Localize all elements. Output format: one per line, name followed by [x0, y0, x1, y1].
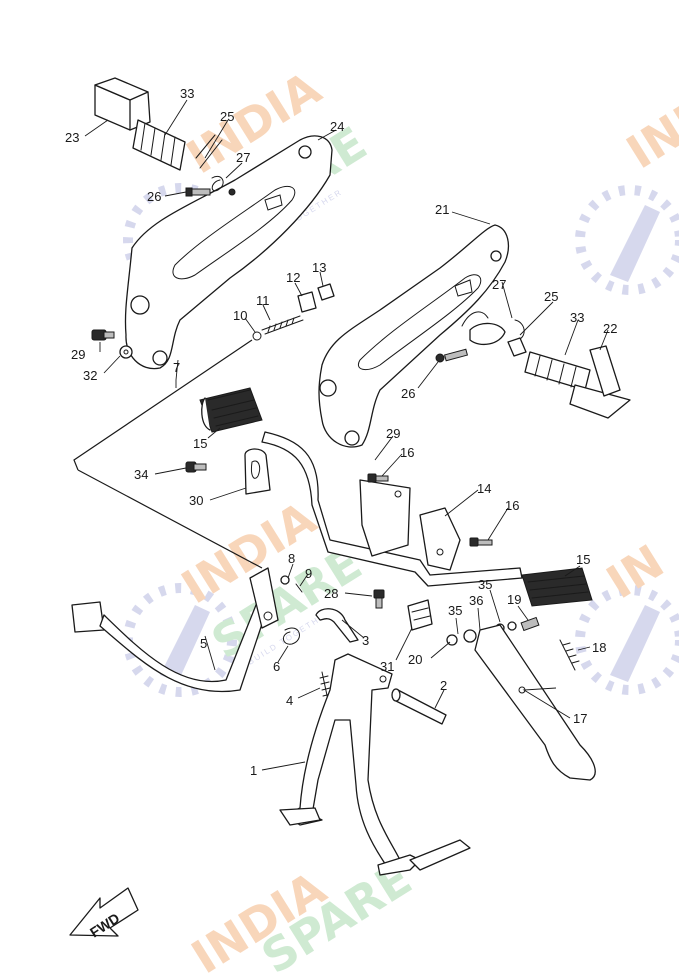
callout-27-left: 27 [236, 150, 250, 165]
center-stand [279, 653, 471, 876]
callout-17: 17 [573, 711, 587, 726]
callout-19: 19 [507, 592, 521, 607]
pedal-spring [283, 627, 300, 645]
forward-arrow-icon [69, 887, 139, 937]
callout-26-right: 26 [401, 386, 415, 401]
left-footpeg [199, 387, 263, 433]
brake-rod [73, 339, 263, 569]
svg-text:INDIA: INDIA [617, 56, 679, 180]
right-footpeg [521, 567, 593, 607]
callout-13: 13 [312, 260, 326, 275]
callout-5: 5 [200, 636, 207, 651]
watermark-logo-right: INDIA [575, 56, 679, 295]
main-frame-pipe [261, 431, 523, 587]
callout-12: 12 [286, 270, 300, 285]
right-footpeg-rubber [524, 345, 631, 419]
callout-6: 6 [273, 659, 280, 674]
callout-25-right: 25 [544, 289, 558, 304]
callout-16-lower: 16 [505, 498, 519, 513]
callout-numbers: 1 2 3 4 5 6 7 8 9 10 11 12 13 14 15 15 1… [65, 86, 617, 778]
left-footpeg-rubber [94, 77, 186, 171]
callout-21: 21 [435, 202, 449, 217]
callout-25-left: 25 [220, 109, 234, 124]
left-footrest-bracket [124, 135, 333, 370]
bracket-bolt [91, 329, 133, 359]
callout-22: 22 [603, 321, 617, 336]
callout-31: 31 [380, 659, 394, 674]
callout-4: 4 [286, 693, 293, 708]
callout-20: 20 [408, 652, 422, 667]
callout-1: 1 [250, 763, 257, 778]
brake-rod-fitting [252, 283, 335, 341]
callout-11: 11 [256, 293, 270, 308]
callout-14: 14 [477, 481, 491, 496]
callout-36: 36 [469, 593, 483, 608]
callout-28: 28 [324, 586, 338, 601]
callout-16-upper: 16 [400, 445, 414, 460]
callout-33-right: 33 [570, 310, 584, 325]
leader-lines [84, 99, 609, 771]
callout-24: 24 [330, 119, 344, 134]
callout-7: 7 [173, 360, 180, 375]
callout-34: 34 [134, 467, 148, 482]
callout-35-right: 35 [478, 577, 492, 592]
callout-10: 10 [233, 308, 247, 323]
right-footrest-bracket [318, 224, 509, 448]
callout-26-left: 26 [147, 189, 161, 204]
callout-8: 8 [288, 551, 295, 566]
callout-33-left: 33 [180, 86, 194, 101]
washers [446, 616, 540, 646]
brake-pedal [71, 567, 279, 693]
callout-2: 2 [440, 678, 447, 693]
right-peg-pin [435, 311, 527, 363]
callout-18: 18 [592, 640, 606, 655]
callout-15-left: 15 [193, 436, 207, 451]
callout-30: 30 [189, 493, 203, 508]
callout-27-right: 27 [492, 277, 506, 292]
cotter-pin [280, 575, 303, 593]
center-stand-spring [319, 671, 332, 701]
watermark-wrench-icon [575, 585, 679, 695]
cable-clamp [244, 448, 271, 495]
watermark-wrench-icon [575, 185, 679, 295]
stand-switch [407, 599, 433, 631]
forward-direction-arrow: FWD [69, 887, 139, 941]
return-spring-bracket [315, 608, 359, 643]
watermark-logo-lower-right: IN [575, 534, 679, 695]
callout-9: 9 [305, 566, 312, 581]
callout-3: 3 [362, 633, 369, 648]
pivot-shaft [391, 688, 447, 725]
callout-35-left: 35 [448, 603, 462, 618]
callout-23: 23 [65, 130, 79, 145]
callout-29-right: 29 [386, 426, 400, 441]
callout-29-left: 29 [71, 347, 85, 362]
bolt-34 [185, 461, 207, 473]
callout-15-right: 15 [576, 552, 590, 567]
bolt-28 [373, 589, 385, 609]
callout-32: 32 [83, 368, 97, 383]
side-stand-spring [559, 639, 580, 671]
